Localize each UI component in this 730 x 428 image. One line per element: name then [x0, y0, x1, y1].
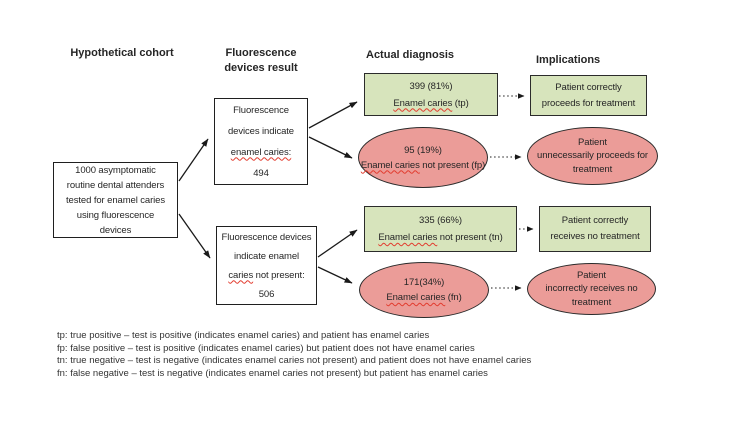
result-line: devices indicate	[228, 125, 294, 137]
result-negative-box: Fluorescence devices indicate enamel car…	[216, 226, 317, 305]
diagnosis-count: 335 (66%)	[419, 215, 462, 226]
footnote-tp: tp: true positive – test is positive (in…	[57, 330, 430, 341]
cohort-line: devices	[99, 224, 132, 236]
implication-line: Patient	[577, 269, 606, 281]
diagnosis-count: 95 (19%)	[404, 144, 442, 156]
result-line: not present:	[253, 269, 305, 281]
cohort-line: tested for enamel caries	[66, 194, 165, 206]
diagnosis-fn-ellipse: 171(34%) Enamel caries (fn)	[359, 262, 489, 318]
arrow-cohort-to-negative-result	[178, 213, 211, 259]
implication-line: treatment	[572, 163, 613, 175]
arrow-cohort-to-positive-result	[178, 138, 209, 182]
cohort-line: 1000 asymptomatic	[75, 164, 156, 176]
diagnosis-label: (fn)	[445, 292, 462, 303]
implication-line: incorrectly receives no	[545, 283, 638, 295]
diagnosis-tn-box: 335 (66%) Enamel caries not present (tn)	[364, 206, 517, 252]
diagnosis-fp-ellipse: 95 (19%) Enamel caries not present (fp)	[358, 127, 488, 188]
footnote-fn: fn: false negative – test is negative (i…	[57, 367, 488, 379]
misspelled-text: Enamel caries	[378, 232, 438, 243]
diagnosis-label: not present (tn)	[437, 232, 503, 243]
diagnosis-label: (tp)	[452, 97, 469, 109]
result-positive-box: Fluorescence devices indicate enamel car…	[214, 98, 308, 185]
result-line: indicate enamel	[233, 250, 300, 262]
misspelled-text: Enamel caries	[393, 97, 453, 109]
implication-tp-box: Patient correctly proceeds for treatment	[530, 75, 647, 116]
misspelled-text: enamel caries:	[230, 146, 292, 158]
misspelled-text: Enamel caries	[360, 159, 420, 171]
arrow-positive-result-to-fp	[308, 136, 353, 159]
column-header-implications: Implications	[536, 54, 601, 66]
implication-tn-box: Patient correctly receives no treatment	[539, 206, 651, 252]
implication-line: treatment	[571, 296, 612, 308]
result-count: 506	[258, 288, 275, 300]
cohort-line: routine dental attenders	[66, 179, 165, 191]
cohort-line: using fluorescence	[76, 209, 155, 221]
result-line: Fluorescence devices	[221, 231, 312, 243]
misspelled-text: Enamel caries	[386, 292, 446, 303]
misspelled-text: caries	[228, 269, 254, 281]
diagnosis-tp-box: 399 (81%) Enamel caries (tp)	[364, 73, 498, 116]
header-line: devices result	[224, 62, 298, 74]
column-header-fluorescence-devices-result: Fluorescence devices result	[211, 46, 311, 76]
diagnosis-label: not present (fp)	[419, 159, 486, 171]
implication-line: unnecessarily proceeds for	[537, 150, 648, 162]
implication-line: proceeds for treatment	[541, 97, 636, 109]
implication-line: Patient	[578, 136, 607, 148]
diagnosis-count: 171(34%)	[403, 277, 445, 288]
arrow-positive-result-to-tp	[308, 101, 358, 129]
diagnosis-count: 399 (81%)	[409, 80, 453, 92]
result-count: 494	[253, 167, 269, 179]
cohort-box: 1000 asymptomatic routine dental attende…	[53, 162, 178, 238]
footnote-tn: tn: true negative – test is negative (in…	[57, 355, 532, 366]
result-line: Fluorescence	[233, 104, 289, 116]
column-header-actual-diagnosis: Actual diagnosis	[366, 49, 455, 61]
footnote-fp: fp: false positive – test is positive (i…	[57, 342, 475, 354]
implication-line: Patient correctly	[555, 81, 622, 93]
implication-fp-ellipse: Patient unnecessarily proceeds for treat…	[527, 127, 658, 185]
footnotes: tp: true positive – test is positive (in…	[57, 330, 531, 380]
implication-line: receives no treatment	[550, 231, 640, 242]
header-line: Fluorescence	[225, 47, 297, 59]
column-header-hypothetical-cohort: Hypothetical cohort	[70, 47, 174, 59]
implication-line: Patient correctly	[561, 215, 629, 226]
implication-fn-ellipse: Patient incorrectly receives no treatmen…	[527, 263, 656, 315]
arrow-negative-result-to-tn	[317, 229, 358, 258]
arrow-negative-result-to-fn	[317, 266, 353, 284]
